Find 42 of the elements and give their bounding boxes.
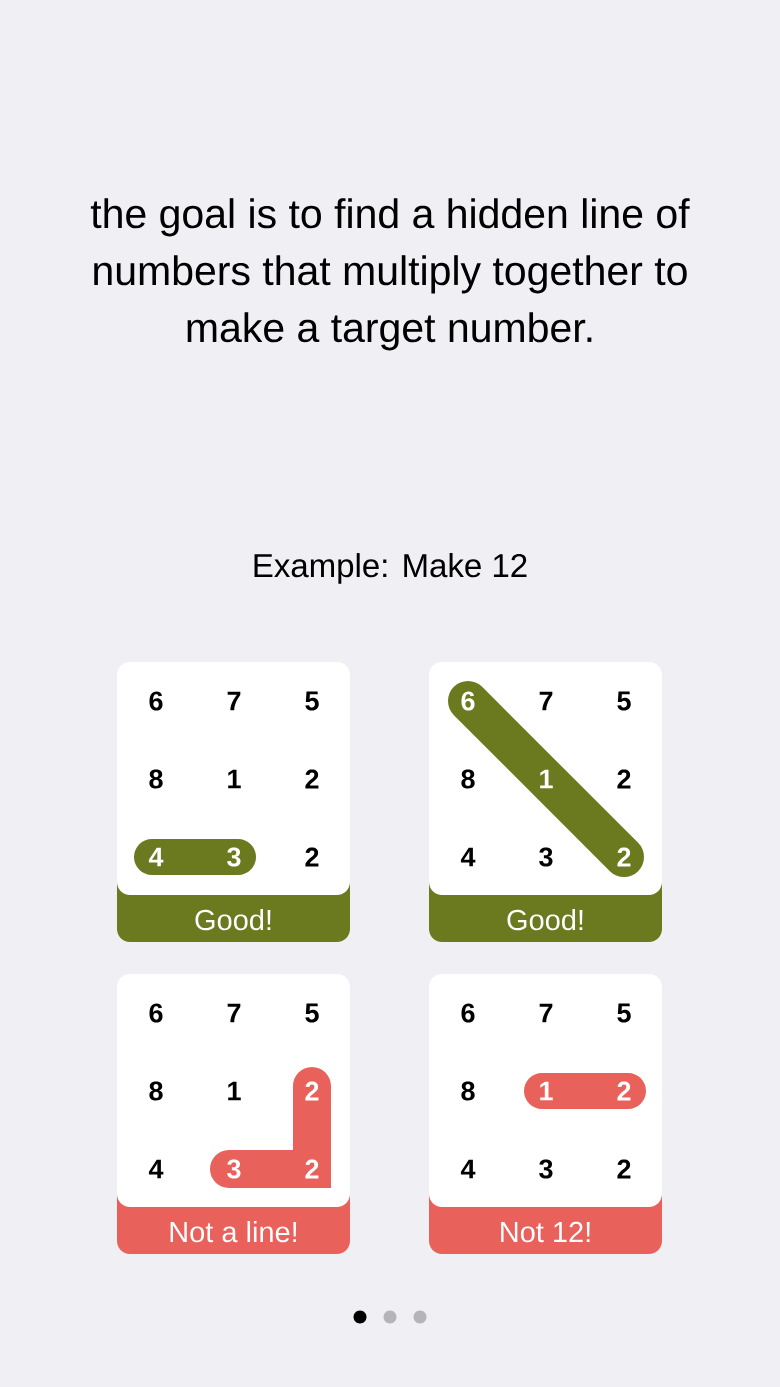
digit: 6: [461, 1003, 475, 1023]
digit: 3: [227, 1159, 241, 1179]
digit: 5: [305, 1003, 319, 1023]
digit: 8: [149, 769, 163, 789]
example-heading: Example: Make 12: [254, 553, 527, 584]
digit: 8: [461, 1081, 475, 1101]
digit: 6: [461, 691, 475, 711]
digit: 3: [539, 847, 553, 867]
digit: 6: [149, 691, 163, 711]
digit: 1: [540, 1081, 553, 1101]
digit: 2: [617, 769, 631, 789]
digit: 2: [617, 1159, 631, 1179]
digit: 4: [148, 1159, 164, 1179]
digit: 5: [617, 691, 631, 711]
digit: 2: [305, 1081, 319, 1101]
digit: 1: [228, 1081, 241, 1101]
digit: 7: [227, 1003, 241, 1023]
digit: 5: [617, 1003, 631, 1023]
digit: 2: [617, 847, 631, 867]
digit: 8: [461, 769, 475, 789]
instruction-text: the goal is to find a hidden line of numbers that multiply together to make a target number.: [90, 198, 690, 351]
digit: 3: [539, 1159, 553, 1179]
digit: 4: [460, 847, 476, 867]
result-banner: Not 12!: [429, 1194, 662, 1254]
digit: 8: [149, 1081, 163, 1101]
digit: 5: [305, 691, 319, 711]
digit: 2: [617, 1081, 631, 1101]
digit: 2: [305, 1159, 319, 1179]
result-banner: Good!: [429, 882, 662, 942]
digit: 6: [149, 1003, 163, 1023]
digit: 4: [148, 847, 164, 867]
digit: 4: [460, 1159, 476, 1179]
result-banner: Good!: [117, 882, 350, 942]
digit: 1: [540, 769, 553, 789]
digit: 2: [305, 769, 319, 789]
digit: 3: [227, 847, 241, 867]
result-banner: Not a line!: [117, 1194, 350, 1254]
digit: 2: [305, 847, 319, 867]
digit: 7: [227, 691, 241, 711]
digit: 1: [228, 769, 241, 789]
digit: 7: [539, 691, 553, 711]
digit: 7: [539, 1003, 553, 1023]
